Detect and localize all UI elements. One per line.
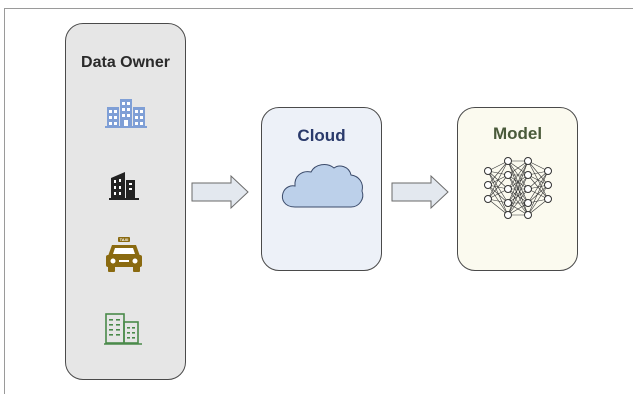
data-owner-box: Data Owner xyxy=(65,23,186,380)
cloud-box: Cloud xyxy=(261,107,382,271)
skyscraper-icon xyxy=(109,172,139,200)
frame-left-border xyxy=(4,8,5,394)
arrow-owner-to-cloud xyxy=(191,174,249,210)
arrow-cloud-to-model xyxy=(391,174,449,210)
cloud-icon xyxy=(281,164,364,208)
office-buildings-icon xyxy=(105,99,147,128)
apartment-buildings-icon xyxy=(104,313,142,345)
frame-top-border xyxy=(4,8,633,9)
data-owner-title: Data Owner xyxy=(81,54,170,71)
model-title: Model xyxy=(492,124,543,143)
model-box: Model xyxy=(457,107,578,271)
neural-network-icon xyxy=(484,157,552,219)
taxi-icon: TAXI xyxy=(106,237,142,272)
cloud-title: Cloud xyxy=(297,126,346,145)
svg-text:TAXI: TAXI xyxy=(120,237,129,242)
